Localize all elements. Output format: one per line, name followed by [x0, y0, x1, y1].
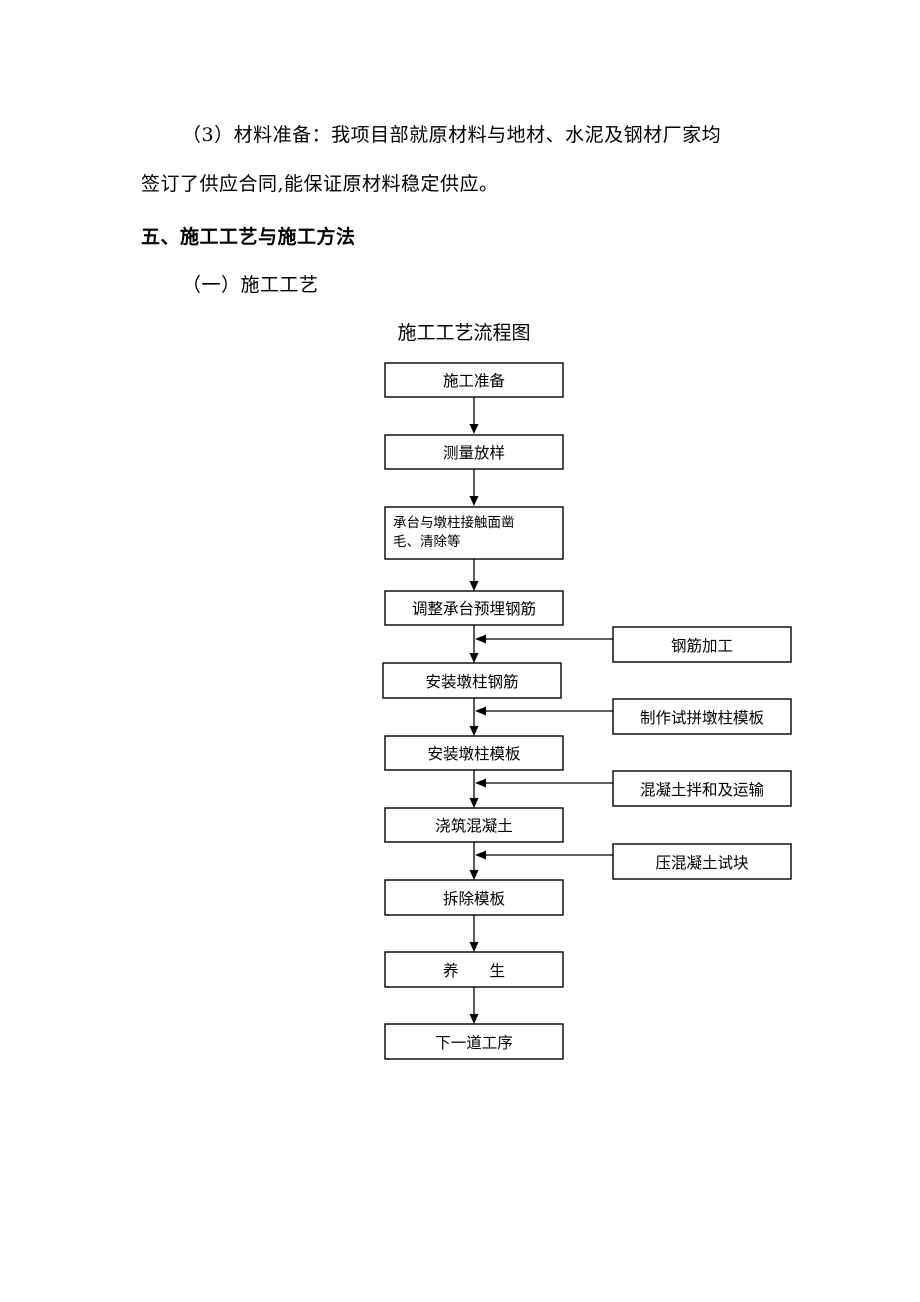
flow-connectors — [469, 397, 613, 1024]
arrowhead — [475, 634, 486, 644]
flow-side-trial-formwork: 制作试拼墩柱模板 — [612, 698, 792, 735]
flow-step-label: 施工准备 — [443, 372, 506, 390]
flow-step-label: 拆除模板 — [443, 890, 505, 908]
flow-step-next: 下一道工序 — [384, 1023, 564, 1060]
arrowhead — [475, 850, 486, 860]
arrowhead — [469, 942, 479, 952]
arrowhead — [475, 706, 486, 716]
flow-step-label-line-1: 承台与墩柱接触面凿 — [393, 514, 515, 531]
flow-step-install-formwork: 安装墩柱模板 — [384, 735, 564, 771]
arrowhead — [469, 726, 479, 736]
flow-step-label: 下一道工序 — [435, 1034, 513, 1052]
flow-step-label: 浇筑混凝土 — [435, 817, 513, 835]
paragraph-line-2: 签订了供应合同,能保证原材料稳定供应。 — [141, 173, 499, 195]
flow-step-label: 安装墩柱钢筋 — [425, 673, 518, 691]
flow-step-label-line-2: 毛、清除等 — [393, 533, 461, 550]
flow-side-concrete-mix: 混凝土拌和及运输 — [612, 770, 792, 807]
flow-side-test-block: 压混凝土试块 — [612, 843, 792, 880]
flow-step-remove-formwork: 拆除模板 — [384, 879, 564, 916]
flow-step-label: 安装墩柱模板 — [427, 745, 520, 763]
flow-side-label: 钢筋加工 — [671, 637, 733, 655]
flow-step-pour: 浇筑混凝土 — [384, 807, 564, 843]
paragraph-line-1: （3）材料准备：我项目部就原材料与地材、水泥及钢材厂家均 — [182, 124, 722, 146]
flow-step-adjust-rebar: 调整承台预埋钢筋 — [384, 590, 564, 626]
flow-step-label: 调整承台预埋钢筋 — [412, 600, 536, 618]
flowchart-title: 施工工艺流程图 — [397, 322, 531, 344]
flow-side-label: 制作试拼墩柱模板 — [640, 709, 764, 727]
flow-side-label: 混凝土拌和及运输 — [640, 781, 765, 799]
flow-step-roughen: 承台与墩柱接触面凿 毛、清除等 — [384, 506, 564, 560]
arrowhead — [469, 798, 479, 808]
arrowhead — [469, 870, 479, 880]
arrowhead — [469, 1014, 479, 1024]
flow-step-prepare: 施工准备 — [384, 362, 564, 398]
flow-step-survey: 测量放样 — [384, 434, 564, 470]
arrowhead — [469, 653, 479, 663]
flow-step-label: 测量放样 — [443, 444, 505, 462]
flow-step-install-rebar: 安装墩柱钢筋 — [382, 662, 562, 699]
flow-step-cure: 养 生 — [384, 951, 564, 988]
arrowhead — [475, 778, 486, 788]
subsection-heading: （一）施工工艺 — [182, 274, 319, 296]
flow-side-rebar-processing: 钢筋加工 — [612, 626, 792, 663]
flow-side-label: 压混凝土试块 — [655, 854, 748, 872]
section-heading: 五、施工工艺与施工方法 — [141, 226, 356, 248]
flow-step-label: 养 生 — [443, 962, 505, 980]
arrowhead — [469, 424, 479, 434]
arrowhead — [469, 496, 479, 506]
arrowhead — [469, 581, 479, 591]
